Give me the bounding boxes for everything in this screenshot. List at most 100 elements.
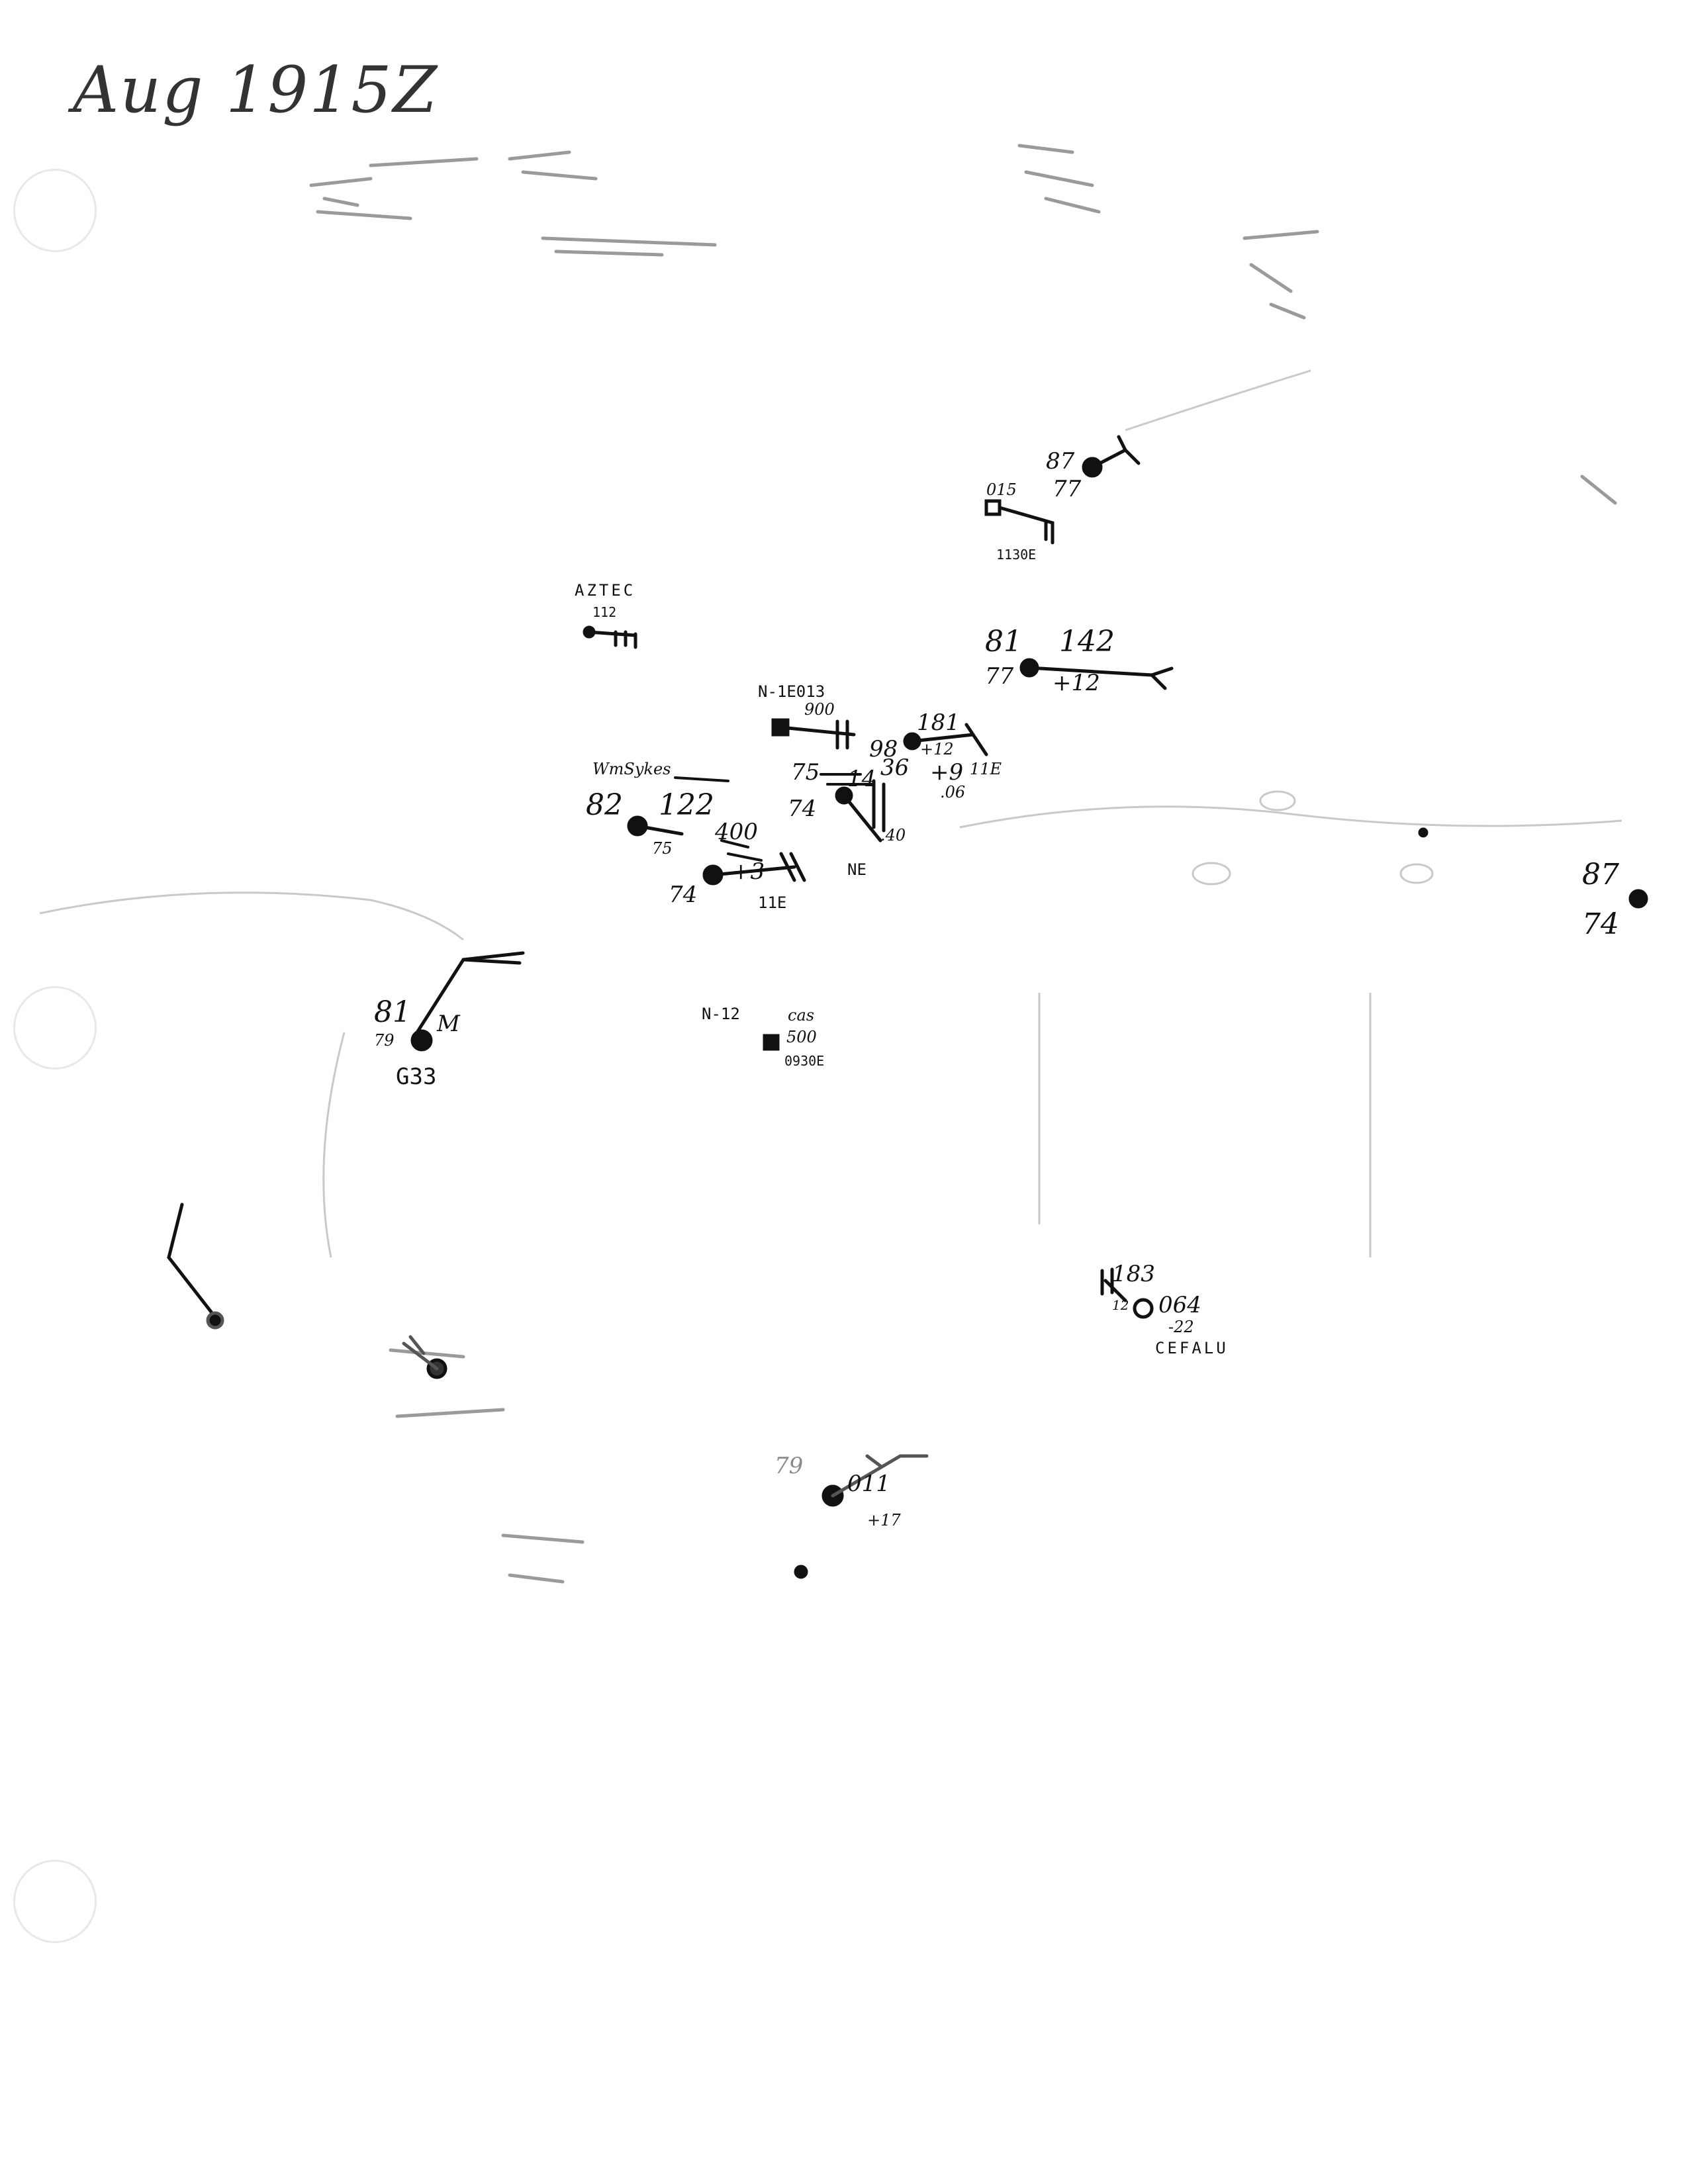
smudge-e-1 <box>1580 475 1617 505</box>
ink-strokes-extra <box>674 773 875 862</box>
n12-c: 0930E <box>784 1053 825 1069</box>
isobar-west <box>415 951 525 1034</box>
south-pressure: 011 <box>847 1471 890 1497</box>
center-ne: NE <box>847 860 867 879</box>
center-tendency: +12 <box>920 740 954 758</box>
smudge-sw-1 <box>389 1348 505 1418</box>
ink-symbols <box>167 435 1648 1579</box>
station-dot-southwest <box>206 1311 224 1330</box>
faint-oval-3 <box>1399 863 1434 884</box>
wind-barb-sw-inner <box>402 1335 439 1371</box>
center-pressure: 181 <box>917 709 960 736</box>
ship-ne-value: 900 <box>804 700 835 719</box>
date-note: Aug 1915Z <box>73 53 439 127</box>
center-temp-a: 75 <box>791 759 820 786</box>
ship-marker-ne <box>771 718 790 737</box>
cluster-hatch-2 <box>720 839 763 862</box>
station-cefalu-label: CEFALU <box>1155 1339 1229 1357</box>
binder-hole-top <box>13 169 97 252</box>
smudge-nw-3 <box>541 236 717 257</box>
wm-sykes-value: 400 <box>715 819 758 845</box>
far-east-dew: 74 <box>1582 907 1619 941</box>
east-north-temp: 87 <box>1046 448 1075 475</box>
wind-barb-cefalu <box>1100 1267 1127 1302</box>
aztec-barb <box>587 630 637 649</box>
east-south-temp: 81 <box>985 625 1022 659</box>
wind-line-southwest <box>167 1203 217 1319</box>
center-val-c: .40 <box>880 826 906 844</box>
west-weather: M <box>437 1011 460 1037</box>
binder-hole-middle <box>13 986 97 1069</box>
binder-hole-bottom <box>13 1860 97 1943</box>
sykes-underline <box>674 776 729 782</box>
far-east-temp: 87 <box>1582 858 1619 891</box>
ship-marker-east-north <box>984 499 1002 516</box>
south-tendency: +17 <box>867 1511 901 1529</box>
center-val-d: 14 <box>847 766 876 792</box>
wm-sykes-label: WmSykes <box>592 760 671 778</box>
isobar-west-2 <box>461 958 522 965</box>
station-aztec-value: 112 <box>592 604 617 620</box>
east-north-extra: 015 <box>986 480 1017 499</box>
wind-barb-ship-east-north <box>998 506 1055 545</box>
station-aztec-label: AZTEC <box>575 581 636 600</box>
east-south-dew: 77 <box>985 663 1014 690</box>
west-temp: 81 <box>374 995 411 1029</box>
station-dot-west <box>410 1029 433 1052</box>
wind-barb-south-center <box>711 852 806 882</box>
center-time: 11E <box>970 760 1002 778</box>
smudge-nw-2 <box>369 150 598 181</box>
center-temp-b: 74 <box>788 796 817 822</box>
smudge-nw-1 <box>309 177 412 220</box>
wm-sykes-temp: 82 <box>586 788 623 822</box>
wm-sykes-pressure: 122 <box>659 788 714 822</box>
cluster-hatch-1 <box>820 773 875 786</box>
east-north-time: 1130E <box>996 547 1037 563</box>
n12-a: cas <box>788 1006 815 1024</box>
wm-sykes-dew: 75 <box>652 839 673 858</box>
cefalu-pressure: 183 <box>1112 1261 1155 1287</box>
faint-oval-1 <box>1192 862 1231 886</box>
east-south-pressure: 142 <box>1059 625 1115 659</box>
faint-curve-southwest <box>322 1032 346 1258</box>
station-dot-far-east <box>1628 889 1648 909</box>
wind-barb-east-north <box>1090 435 1141 469</box>
wind-barb-ship-ne <box>786 719 856 750</box>
smudge-n-1 <box>1017 144 1101 214</box>
faint-coastline-east <box>959 805 1622 829</box>
faint-background-marks <box>39 369 1622 1258</box>
cefalu-b: -22 <box>1168 1318 1194 1336</box>
station-g33-label: G33 <box>396 1064 437 1090</box>
cefalu-a: 064 <box>1158 1292 1201 1318</box>
ship-marker-n12 <box>763 1034 780 1051</box>
south-temp: 79 <box>774 1453 804 1479</box>
n12-b: 500 <box>786 1028 817 1046</box>
wind-barb-south <box>831 1454 929 1498</box>
east-north-dew: 77 <box>1053 476 1082 502</box>
center-change: .06 <box>940 783 966 801</box>
wm-sykes-temp-low: 74 <box>669 882 698 908</box>
center-dew-b: 36 <box>880 754 910 781</box>
smudge-ne-1 <box>1243 230 1319 320</box>
faint-curve-northeast <box>1125 369 1311 432</box>
center-val-b: +9 <box>930 759 964 786</box>
wm-sykes-time: 11E <box>758 893 787 912</box>
station-dot-cefalu <box>1133 1298 1154 1319</box>
faint-coastline-west <box>39 891 464 941</box>
faint-smudges <box>309 144 1617 1584</box>
wind-barb-wm-sykes <box>635 824 684 836</box>
smudge-s-1 <box>501 1533 585 1584</box>
center-dew-a: 98 <box>869 736 898 762</box>
ship-n12-label: N-12 <box>702 1005 740 1023</box>
station-dot-east-mid <box>1418 827 1429 838</box>
ship-ne-label: N-1E013 <box>758 682 825 701</box>
wind-barb-center <box>842 779 886 842</box>
west-dew: 79 <box>374 1031 395 1050</box>
east-south-tendency: +12 <box>1053 670 1100 696</box>
wm-sykes-tendency: +3 <box>731 858 765 885</box>
aztec-dot <box>583 625 596 639</box>
wind-barb-center-east <box>910 723 988 756</box>
faint-oval-2 <box>1259 790 1296 811</box>
